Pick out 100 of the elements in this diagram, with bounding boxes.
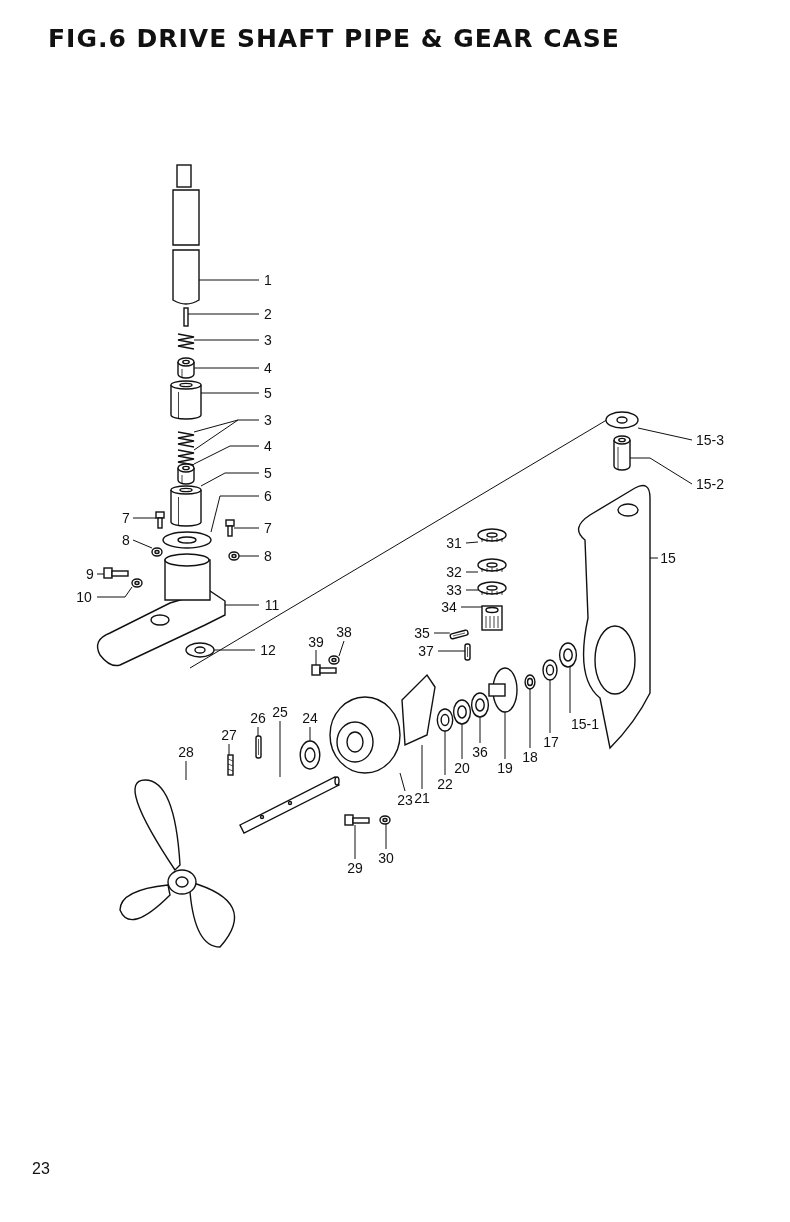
bearing-drawing [436, 708, 454, 732]
leader-line [279, 720, 281, 778]
leader-line [569, 666, 571, 714]
leader-line [193, 445, 260, 465]
callout-number: 6 [264, 488, 272, 504]
callout-number: 29 [347, 860, 363, 876]
callout-number: 18 [522, 749, 538, 765]
callout-number: 17 [543, 734, 559, 750]
leader-line [200, 472, 260, 487]
callout-number: 20 [454, 760, 470, 776]
leader-line [444, 730, 446, 776]
leader-line [309, 726, 311, 742]
rubber-mount-drawing [170, 380, 202, 420]
callout-number: 19 [497, 760, 513, 776]
leader-line [257, 726, 259, 737]
leader-line [549, 679, 551, 734]
spring-drawing [177, 333, 195, 350]
leader-line [461, 723, 463, 760]
seal-ring-drawing [605, 411, 639, 429]
callout-number: 33 [446, 582, 462, 598]
leader-line [96, 586, 133, 598]
callout-number: 3 [264, 332, 272, 348]
leader-line [437, 650, 466, 652]
leader-line [460, 606, 483, 608]
leader-line [354, 824, 356, 860]
callout-number: 5 [264, 385, 272, 401]
leader-line [228, 743, 230, 756]
callout-number: 2 [264, 306, 272, 322]
leader-line [421, 744, 423, 790]
leader-line [338, 640, 345, 657]
propeller-shaft-drawing [239, 776, 340, 834]
callout-number: 8 [122, 532, 130, 548]
bushing-drawing [613, 435, 631, 471]
housing-drawing [96, 553, 226, 667]
bolt-drawing [311, 664, 337, 676]
callout-number: 21 [414, 790, 430, 806]
callout-number: 27 [221, 727, 237, 743]
page-number: 23 [32, 1160, 50, 1178]
callout-number: 32 [446, 564, 462, 580]
nut-drawing [151, 547, 163, 557]
callout-number: 25 [272, 704, 288, 720]
leader-line [385, 823, 387, 850]
leader-line [200, 392, 260, 394]
pinion-gear-drawing [481, 605, 503, 631]
leader-line [193, 419, 260, 433]
callout-number: 24 [302, 710, 318, 726]
callout-number: 31 [446, 535, 462, 551]
leader-line [629, 457, 693, 485]
bushing-drawing [177, 463, 195, 485]
leader-line [238, 555, 260, 557]
leader-line [213, 649, 256, 651]
callout-number: 15 [660, 550, 676, 566]
washer-drawing [542, 659, 558, 681]
callout-number: 3 [264, 412, 272, 428]
callout-number: 5 [264, 465, 272, 481]
leader-line [465, 541, 479, 544]
leader-line [504, 711, 506, 760]
callout-number: 22 [437, 776, 453, 792]
bolt-drawing [155, 511, 165, 529]
callout-number: 39 [308, 634, 324, 650]
gear-drawing [477, 558, 507, 573]
nut-drawing [228, 551, 240, 561]
callout-number: 26 [250, 710, 266, 726]
pin-drawing [464, 643, 471, 661]
leader-line [399, 772, 406, 792]
washer-drawing [185, 642, 215, 658]
bolt-drawing [103, 567, 129, 579]
leader-line [465, 571, 479, 573]
gasket-drawing [401, 673, 436, 747]
leader-line [479, 716, 481, 744]
bolt-drawing [225, 519, 235, 537]
bearing-drawing [452, 699, 472, 725]
bearing-drawing [477, 581, 507, 596]
callout-number: 23 [397, 792, 413, 808]
leader-line [465, 589, 479, 591]
bearing-drawing [558, 642, 578, 668]
pin-drawing [255, 735, 262, 759]
pin-drawing [449, 629, 470, 640]
callout-number: 15-1 [571, 716, 599, 732]
bushing-drawing [177, 357, 195, 379]
leader-line [185, 760, 187, 781]
leader-line [433, 632, 451, 634]
leader-line [132, 517, 157, 519]
callout-number: 11 [264, 597, 280, 613]
leader-line [315, 649, 317, 666]
callout-number: 36 [472, 744, 488, 760]
leader-line [233, 527, 260, 529]
callout-number: 12 [260, 642, 276, 658]
figure-title: FIG.6 DRIVE SHAFT PIPE & GEAR CASE [48, 24, 620, 53]
callout-number: 38 [336, 624, 352, 640]
spring-pin-drawing [227, 754, 234, 776]
washer-drawing [328, 655, 340, 665]
leader-line [193, 339, 260, 341]
ring-drawing [162, 531, 212, 549]
leader-line [198, 279, 260, 281]
callout-number: 1 [264, 272, 272, 288]
collar-drawing [299, 740, 321, 770]
callout-number: 4 [264, 438, 272, 454]
washer-drawing [379, 815, 391, 825]
callout-number: 15-2 [696, 476, 724, 492]
